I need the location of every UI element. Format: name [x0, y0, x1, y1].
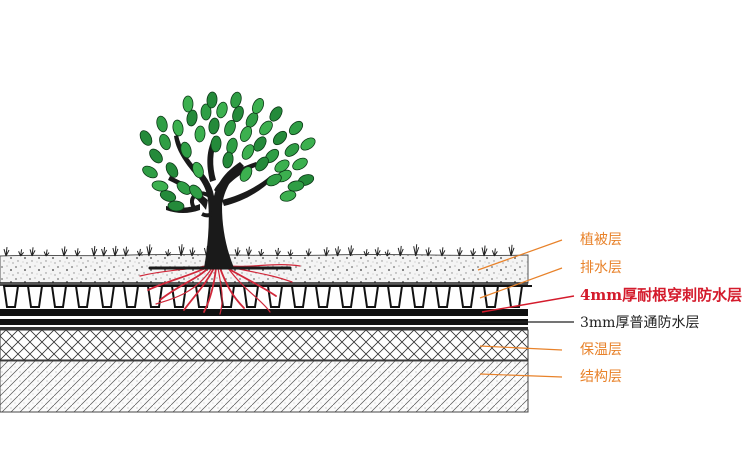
- common-waterproof-layer: [0, 319, 528, 325]
- label-root-resistant-waterproof-layer: 4mm厚耐根穿刺防水层: [580, 286, 743, 304]
- grass-tufts: [3, 244, 515, 257]
- label-structure-layer: 结构层: [580, 369, 622, 385]
- leader-line-vegetation: [477, 239, 563, 271]
- tree-illustration: [139, 91, 316, 315]
- label-drainage-layer: 排水层: [580, 260, 622, 276]
- label-insulation-layer: 保温层: [580, 342, 622, 358]
- leader-line-structure: [479, 373, 563, 378]
- layer-stack: [0, 253, 532, 413]
- leader-line-root-resistant: [481, 295, 575, 313]
- drainage-layer: [0, 284, 532, 309]
- tree-trunk: [190, 162, 244, 268]
- tree-roots: [139, 264, 301, 315]
- root-resistant-waterproof-layer: [0, 309, 528, 316]
- label-common-waterproof-layer: 3mm厚普通防水层: [580, 315, 700, 331]
- leader-line-drainage: [479, 267, 563, 299]
- leader-lines: [477, 239, 575, 378]
- leader-line-insulation: [479, 345, 563, 351]
- tree-foliage: [139, 91, 316, 212]
- label-vegetation-layer: 植被层: [580, 232, 622, 248]
- insulation-layer: [0, 329, 529, 361]
- structure-layer: [0, 360, 529, 413]
